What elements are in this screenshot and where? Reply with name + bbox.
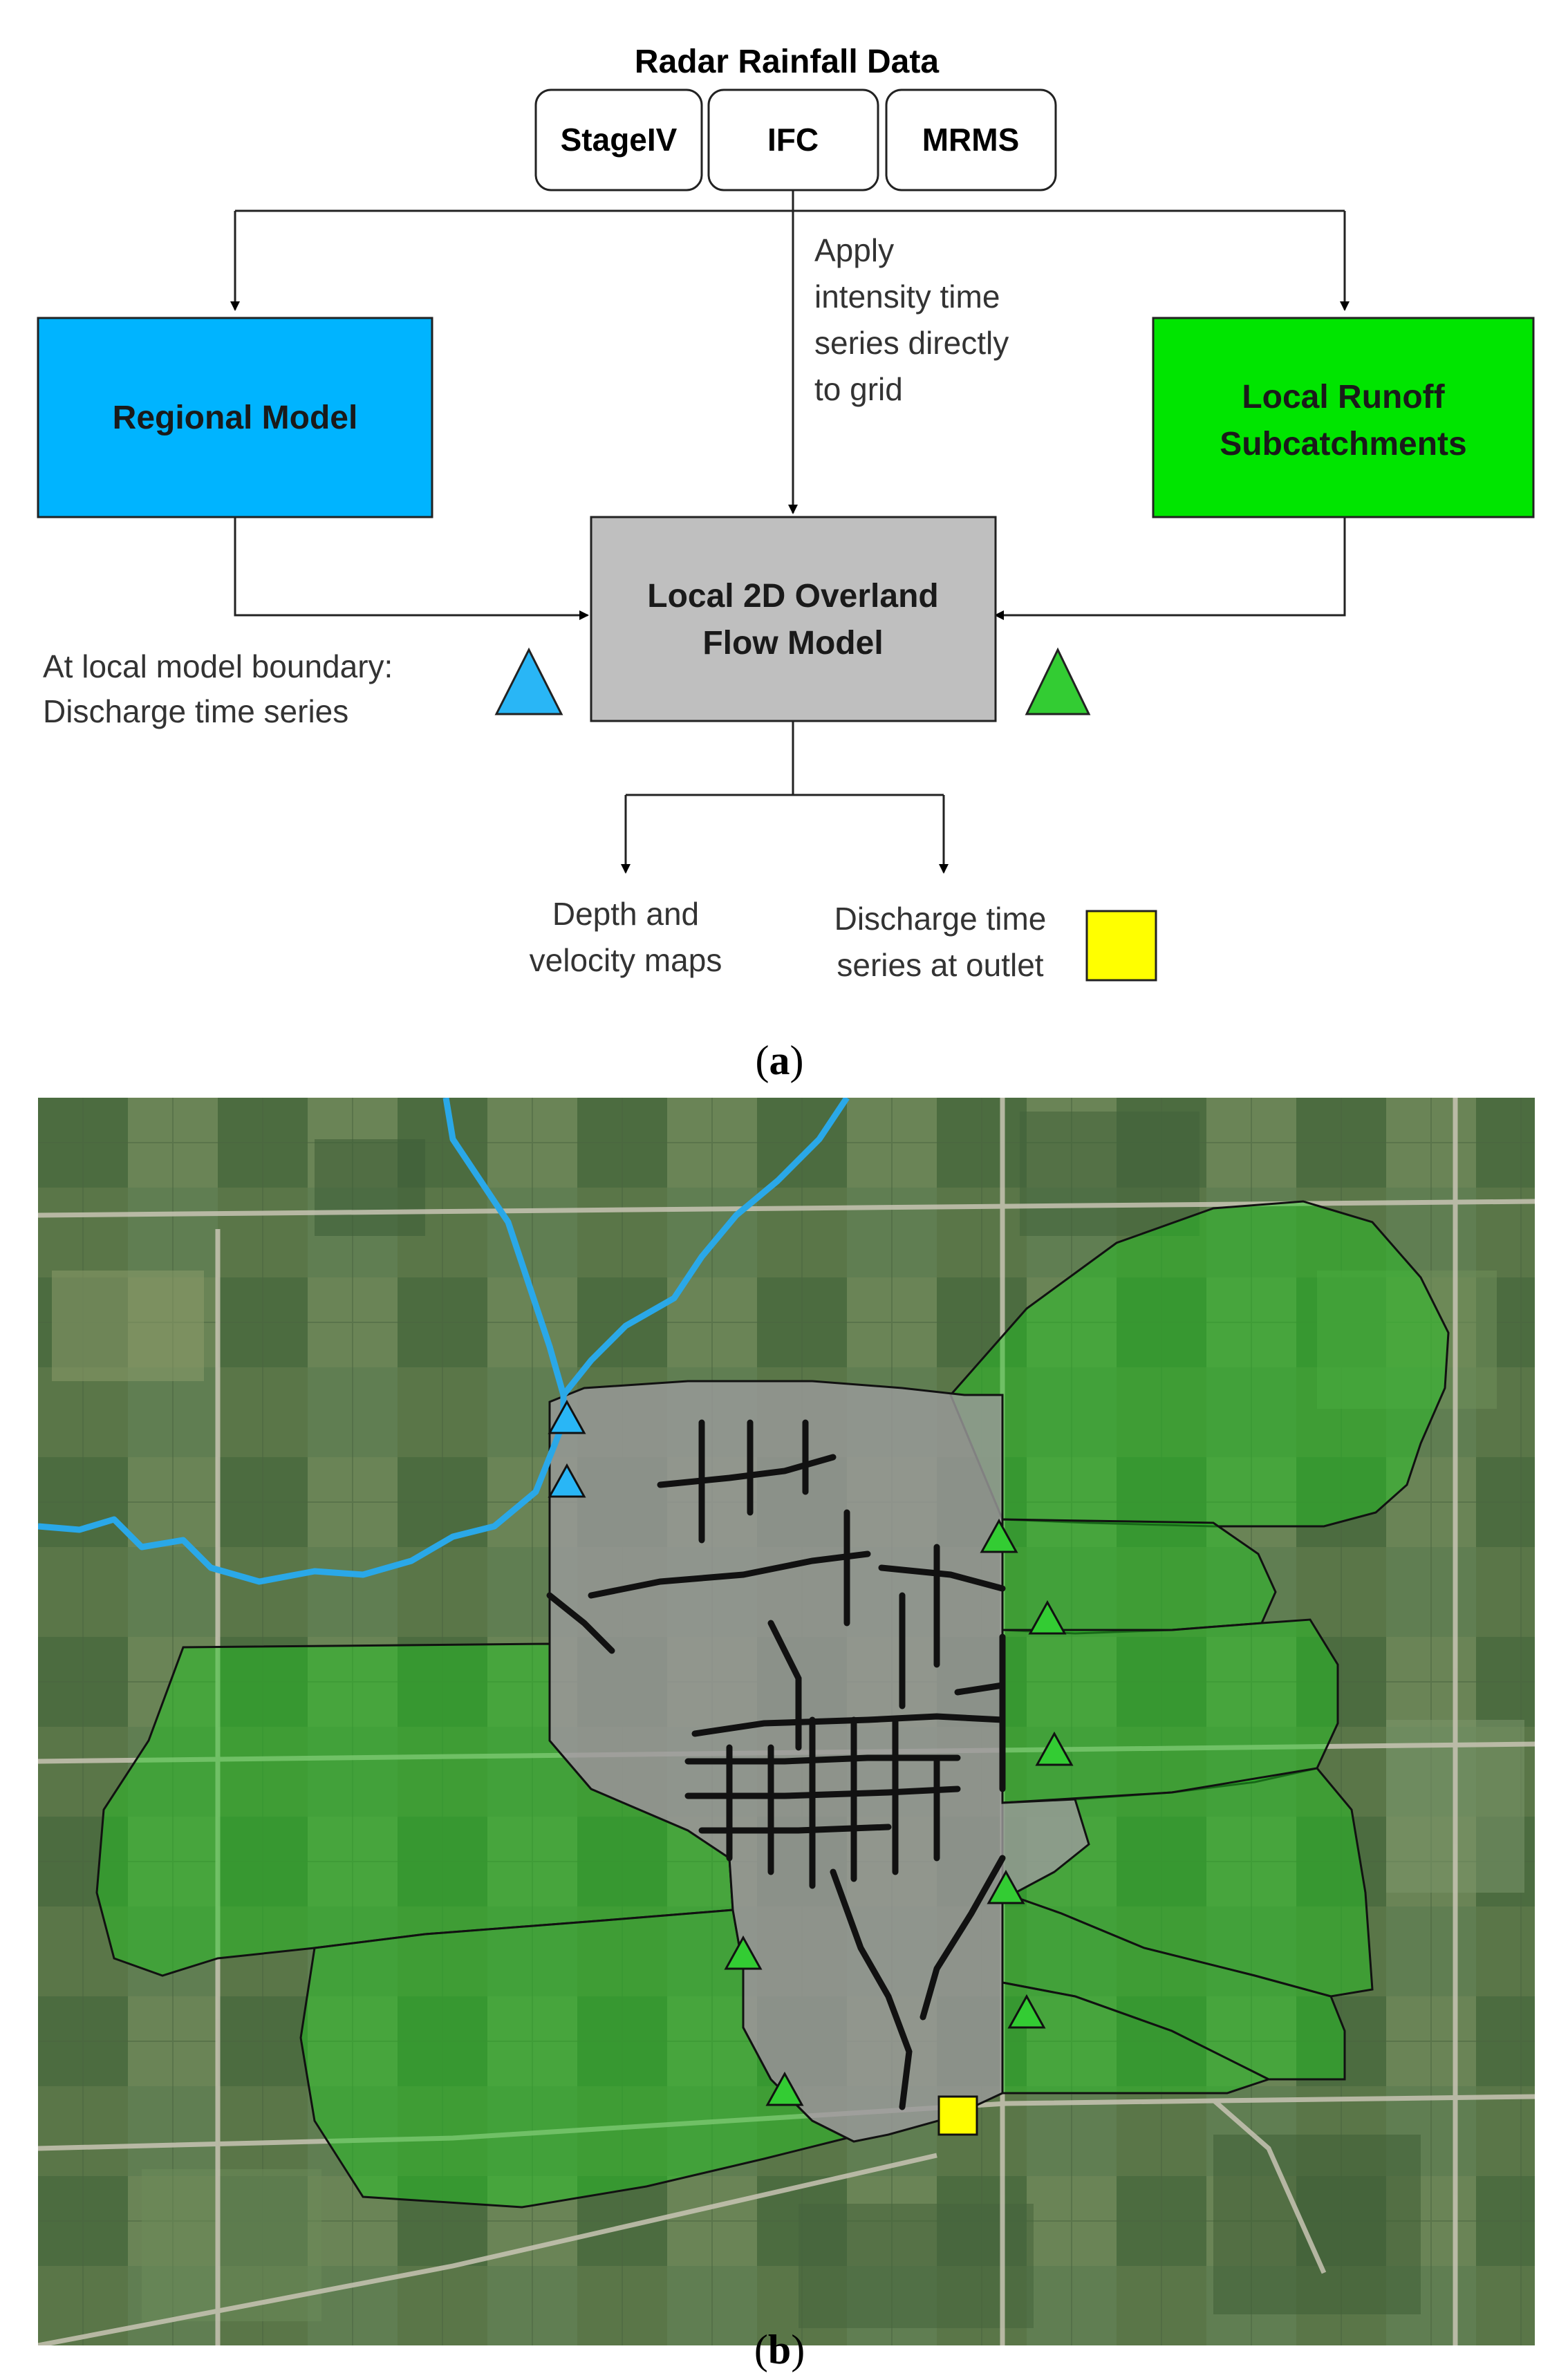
boundary-note-line1: At local model boundary: [43, 648, 393, 684]
boundary-note: At local model boundary: Discharge time … [43, 648, 393, 729]
runoff-inflow-icon [980, 1518, 1018, 1553]
street-network [546, 1419, 1006, 2110]
source-ifc: IFC [707, 88, 879, 191]
runoff-inflow-icon [765, 2071, 804, 2106]
local-runoff-box: Local Runoff Subcatchments [1152, 317, 1535, 518]
local-runoff-label-2: Subcatchments [1220, 426, 1466, 462]
boundary-inflow-icon [548, 1399, 586, 1434]
depth-maps-line2: velocity maps [530, 942, 722, 978]
apply-note: Apply intensity time series directly to … [814, 232, 1009, 407]
runoff-inflow-markers [724, 1518, 1074, 2106]
depth-maps-line1: Depth and [552, 896, 699, 932]
apply-note-line2: intensity time [814, 279, 1000, 315]
discharge-outlet-line1: Discharge time [834, 901, 1047, 937]
caption-b: (b) [754, 2327, 805, 2372]
regional-model-box: Regional Model [37, 317, 433, 518]
river-branch [561, 1098, 850, 1397]
runoff-inflow-icon [1028, 1600, 1067, 1635]
runoff-inflow-icon [1035, 1731, 1074, 1766]
apply-note-line3: series directly [814, 325, 1009, 361]
source-stageiv: StageIV [534, 88, 703, 191]
overland-model-label-1: Local 2D Overland [647, 578, 938, 615]
boundary-inflow-icon [548, 1463, 586, 1498]
connector-lines [230, 190, 1350, 874]
subcatchment-northeast [949, 1200, 1450, 1528]
local-runoff-label-1: Local Runoff [1242, 379, 1445, 415]
regional-model-label: Regional Model [113, 400, 358, 436]
overland-model-box: Local 2D Overland Flow Model [590, 516, 997, 722]
caption-a: (a) [755, 1038, 804, 1083]
river [38, 1098, 567, 1585]
discharge-outlet-note: Discharge time series at outlet [834, 901, 1047, 983]
overland-model-label-2: Flow Model [702, 625, 883, 662]
runoff-inflow-icon [724, 1935, 763, 1970]
field-patches [52, 1112, 1524, 2328]
depth-maps-note: Depth and velocity maps [530, 896, 722, 978]
subcatchment-east-5 [1001, 1981, 1271, 2095]
discharge-outlet-line2: series at outlet [837, 947, 1043, 983]
boundary-note-line2: Discharge time series [43, 693, 348, 729]
yellow-square-icon [1085, 910, 1157, 982]
outlet-square-icon [937, 2095, 978, 2136]
flow-diagram: Radar Rainfall Data StageIV IFC MRMS App… [37, 44, 1535, 983]
diagram-title: Radar Rainfall Data [635, 44, 939, 80]
runoff-inflow-icon [987, 1869, 1025, 1904]
study-area-map [38, 1098, 1535, 2345]
caption-a-letter: a [769, 1038, 790, 1083]
local-runoff-subcatchments [95, 1200, 1450, 2209]
source-mrms-label: MRMS [922, 122, 1020, 158]
source-ifc-label: IFC [767, 122, 819, 158]
source-stageiv-label: StageIV [561, 122, 678, 158]
green-triangle-icon [1025, 647, 1091, 715]
apply-note-line1: Apply [814, 232, 894, 268]
source-mrms: MRMS [885, 88, 1057, 191]
runoff-inflow-icon [1007, 1994, 1046, 2029]
blue-triangle-icon [494, 647, 563, 715]
caption-b-letter: b [767, 2327, 792, 2372]
apply-note-line4: to grid [814, 371, 903, 407]
